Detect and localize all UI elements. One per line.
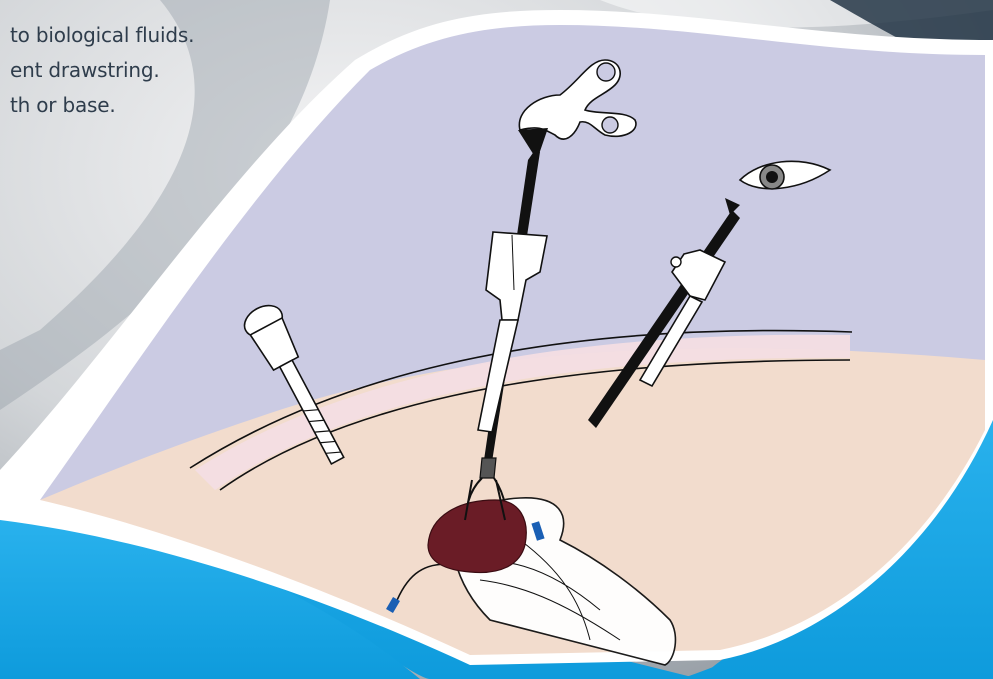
specimen (427, 499, 527, 574)
fabric-fold-shadow (0, 0, 330, 410)
text-line-2: ent drawstring. (10, 58, 160, 82)
abdominal-wall (195, 334, 850, 490)
blue-wave-left (0, 510, 420, 679)
blue-wave-right (680, 400, 993, 679)
description-text: to biological fluids. ent drawstring. th… (10, 18, 340, 123)
left-trocar (243, 304, 345, 466)
laparoscope (588, 160, 832, 428)
text-line-1: to biological fluids. (10, 23, 195, 47)
grasper-jaws (464, 479, 506, 521)
abdominal-wall-lower-line (219, 359, 851, 491)
central-trocar (477, 231, 548, 433)
text-line-3: th or base. (10, 93, 116, 117)
abdominal-wall-upper-line (189, 329, 853, 469)
